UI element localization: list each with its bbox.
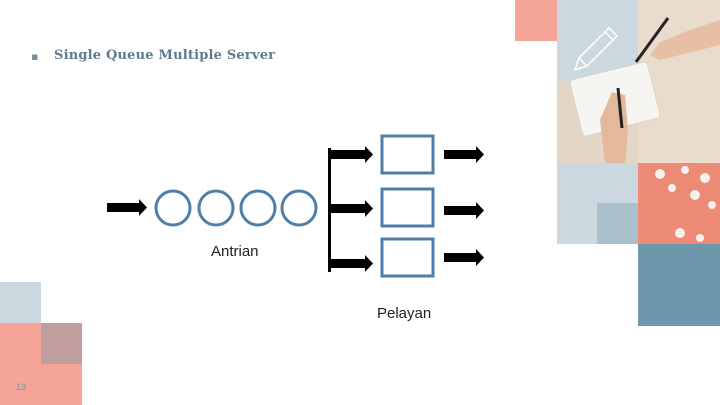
light-blue-tile-left — [0, 282, 41, 323]
steel-blue-tile — [638, 244, 720, 326]
slide-title: Single Queue Multiple Server — [54, 48, 276, 63]
pencil-icon — [557, 0, 638, 81]
branch-line — [328, 148, 331, 272]
queue-label: Antrian — [211, 243, 259, 260]
page-number: 13 — [16, 382, 27, 392]
salmon-tile-bottom — [41, 364, 82, 405]
incoming-arrow — [107, 199, 147, 216]
salmon-tile-left — [0, 323, 41, 405]
branch-arrow — [331, 200, 373, 217]
queue-customer — [197, 189, 235, 227]
branch-arrow — [331, 146, 373, 163]
queue-customer — [154, 189, 192, 227]
server-box — [380, 237, 435, 278]
mauve-tile — [41, 323, 82, 364]
title-bullet: ▪ — [31, 50, 39, 63]
branch-arrow — [331, 255, 373, 272]
output-arrow — [444, 202, 484, 219]
server-label: Pelayan — [377, 305, 432, 322]
grey-blue-tile — [597, 203, 638, 244]
salmon-tile-top — [515, 0, 557, 41]
output-arrow — [444, 146, 484, 163]
queue-customer — [280, 189, 318, 227]
output-arrow — [444, 249, 484, 266]
server-box — [380, 187, 435, 228]
server-box — [380, 134, 435, 175]
queue-customer — [239, 189, 277, 227]
